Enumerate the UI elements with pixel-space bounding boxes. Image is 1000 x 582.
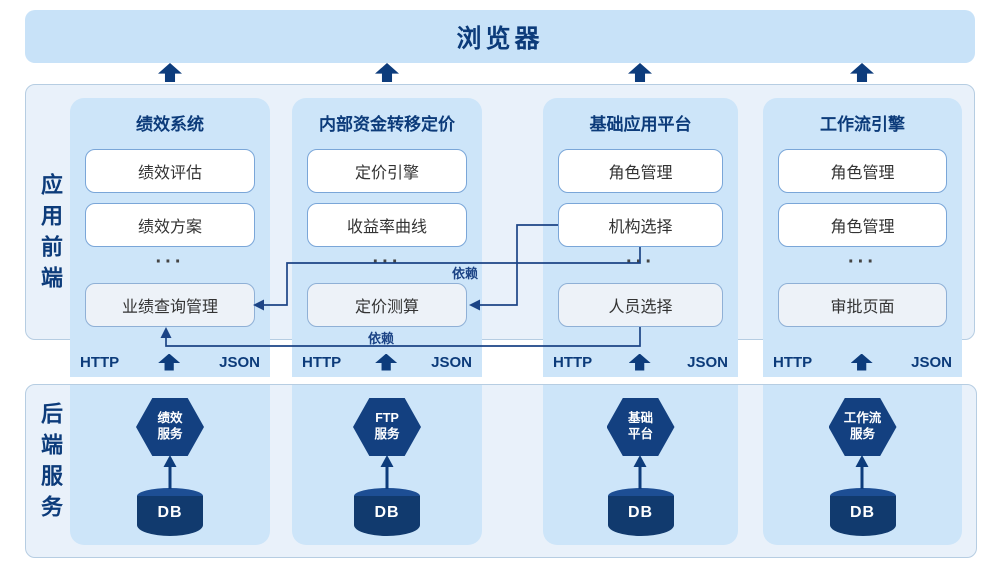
json-label: JSON <box>431 353 472 371</box>
module-box: 业绩查询管理 <box>85 283 255 327</box>
backend-panel-performance: 绩效 服务 DB <box>70 385 270 545</box>
module-box: 角色管理 <box>778 149 947 193</box>
frontend-side-label: 应用前端 <box>38 173 63 297</box>
module-box-label: 定价测算 <box>354 299 419 316</box>
module-box-label: 审批页面 <box>830 299 895 316</box>
column-title: 基础应用平台 <box>589 115 692 134</box>
http-up-arrow-icon <box>158 353 181 371</box>
backend-panel-platform: 基础 平台 DB <box>543 385 738 545</box>
module-box-label: 业绩查询管理 <box>121 299 218 316</box>
module-box: 定价测算 <box>307 283 467 327</box>
db-cylinder-body <box>354 496 420 536</box>
http-up-arrow-icon <box>375 353 398 371</box>
backend-panel-workflow: 工作流 服务 DB <box>763 385 962 545</box>
service-hexagon-label: 平台 <box>627 427 653 441</box>
service-hexagon: 工作流 服务 <box>828 398 897 456</box>
service-hexagon-label: 服务 <box>157 427 183 441</box>
http-label: HTTP <box>773 353 813 371</box>
backend-side-label: 后端服务 <box>38 402 63 526</box>
module-box: 绩效评估 <box>85 149 255 193</box>
db-label: DB <box>374 504 400 521</box>
module-box-label: 人员选择 <box>608 299 673 316</box>
column-panel-workflow: 工作流引擎 角色管理 角色管理 ··· 审批页面 HTTP JSON <box>763 98 962 377</box>
module-box: 角色管理 <box>558 149 723 193</box>
http-label: HTTP <box>302 353 342 371</box>
module-box-label: 定价引擎 <box>354 165 419 182</box>
browser-label: 浏览器 <box>456 24 544 53</box>
dependency-label: 依赖 <box>452 266 479 281</box>
module-box: 审批页面 <box>778 283 947 327</box>
http-up-arrow-icon <box>850 353 873 371</box>
column-title: 内部资金转移定价 <box>319 115 455 134</box>
module-box: 角色管理 <box>778 203 947 247</box>
module-box: 定价引擎 <box>307 149 467 193</box>
column-panel-platform: 基础应用平台 角色管理 机构选择 ··· 人员选择 HTTP JSON <box>543 98 738 377</box>
protocol-row: HTTP JSON <box>70 350 270 374</box>
db-cylinder: DB <box>354 488 420 536</box>
json-label: JSON <box>687 353 728 371</box>
db-cylinder: DB <box>607 488 674 536</box>
backend-panel-ftp: FTP 服务 DB <box>292 385 482 545</box>
service-hexagon: 基础 平台 <box>606 398 675 456</box>
module-box-label: 绩效方案 <box>137 219 202 236</box>
service-hexagon-label: 基础 <box>627 411 653 426</box>
db-label: DB <box>849 504 876 521</box>
dependency-label: 依赖 <box>368 331 395 346</box>
browser-bar: 浏览器 <box>25 10 975 63</box>
service-hexagon: 绩效 服务 <box>136 398 204 456</box>
json-label: JSON <box>911 353 952 371</box>
service-hexagon-label: 服务 <box>374 427 400 441</box>
http-label: HTTP <box>553 353 593 371</box>
column-panel-ftp: 内部资金转移定价 定价引擎 收益率曲线 ··· 定价测算 HTTP JSON <box>292 98 482 377</box>
service-hexagon-label: 服务 <box>849 427 875 441</box>
protocol-row: HTTP JSON <box>543 350 738 374</box>
module-box-label: 机构选择 <box>608 219 673 236</box>
ellipsis: ··· <box>626 251 655 273</box>
module-box-label: 角色管理 <box>830 165 895 182</box>
flow-up-arrow-icon <box>850 63 874 82</box>
module-box-label: 绩效评估 <box>137 165 202 182</box>
column-panel-performance: 绩效系统 绩效评估 绩效方案 ··· 业绩查询管理 HTTP JSON <box>70 98 270 377</box>
db-cylinder: DB <box>137 488 203 536</box>
http-label: HTTP <box>80 353 120 371</box>
module-box: 收益率曲线 <box>307 203 467 247</box>
module-box: 机构选择 <box>558 203 723 247</box>
flow-up-arrow-icon <box>375 63 399 82</box>
http-up-arrow-icon <box>628 353 651 371</box>
module-box: 人员选择 <box>558 283 723 327</box>
protocol-row: HTTP JSON <box>763 350 962 374</box>
json-label: JSON <box>219 353 260 371</box>
flow-up-arrow-icon <box>158 63 182 82</box>
db-cylinder-body <box>607 496 674 536</box>
module-box-label: 角色管理 <box>608 165 673 182</box>
column-title: 绩效系统 <box>136 115 204 134</box>
db-cylinder-body <box>829 496 896 536</box>
module-box-label: 角色管理 <box>830 219 895 236</box>
ellipsis: ··· <box>848 251 877 273</box>
service-hexagon-label: FTP <box>375 411 399 426</box>
module-box-label: 收益率曲线 <box>346 219 427 236</box>
protocol-row: HTTP JSON <box>292 350 482 374</box>
service-hexagon: FTP 服务 <box>353 398 421 456</box>
service-hexagon-label: 绩效 <box>157 411 183 426</box>
column-title: 工作流引擎 <box>820 115 905 134</box>
service-hexagon-label: 工作流 <box>843 411 882 426</box>
flow-up-arrow-icon <box>628 63 652 82</box>
db-cylinder: DB <box>829 488 896 536</box>
ellipsis: ··· <box>155 251 185 273</box>
db-label: DB <box>157 504 183 521</box>
module-box: 绩效方案 <box>85 203 255 247</box>
db-label: DB <box>627 504 654 521</box>
db-cylinder-body <box>137 496 203 536</box>
